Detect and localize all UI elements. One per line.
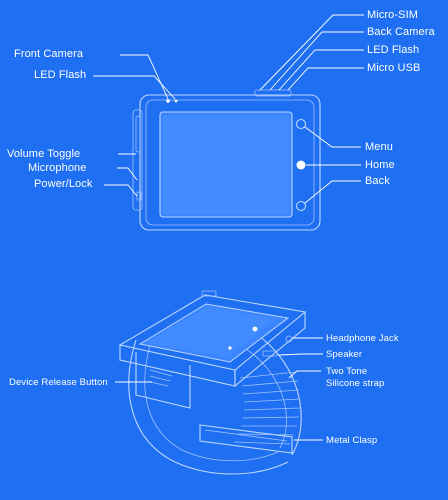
label-metal-clasp: Metal Clasp <box>326 435 378 446</box>
label-micro-sim: Micro-SIM <box>367 9 419 21</box>
leader-back <box>304 180 361 204</box>
watch-led <box>228 346 232 350</box>
label-back: Back <box>365 175 390 187</box>
label-headphone-jack: Headphone Jack <box>326 333 399 344</box>
top-leader-lines <box>93 14 364 204</box>
leader-led-flash-left <box>93 75 176 100</box>
headphone-jack-port <box>285 335 293 343</box>
label-strap-line1: Two Tone <box>326 366 368 377</box>
watch-screen-glare <box>148 307 276 357</box>
leader-menu <box>304 126 361 148</box>
cradle-front <box>135 352 191 409</box>
metal-clasp-line <box>204 429 288 442</box>
label-microphone: Microphone <box>28 162 87 174</box>
device-screen-glare <box>163 115 289 214</box>
device-body-outline <box>139 94 321 231</box>
label-micro-usb: Micro USB <box>367 62 421 74</box>
leader-led-flash-right <box>278 49 364 91</box>
label-home: Home <box>365 159 395 171</box>
leader-microphone <box>117 167 138 181</box>
watch-home-button <box>252 326 258 332</box>
strap-right-outer <box>249 329 302 456</box>
leader-power-lock <box>104 184 138 197</box>
label-front-camera: Front Camera <box>14 48 84 60</box>
menu-button <box>295 118 307 130</box>
watch-top-buttons <box>201 290 217 297</box>
label-volume-toggle: Volume Toggle <box>7 148 81 160</box>
device-front-view <box>132 89 321 231</box>
device-body-inner <box>145 99 315 226</box>
label-power-lock: Power/Lock <box>34 178 93 190</box>
volume-toggle-rocker <box>135 115 141 153</box>
speaker-grille <box>262 350 278 357</box>
top-ports-strip <box>254 89 292 97</box>
strap-ribs <box>233 371 301 445</box>
home-button <box>296 160 306 170</box>
strap-inner-curve <box>144 344 279 462</box>
label-led-flash-left: LED Flash <box>34 69 87 81</box>
front-camera-dot <box>166 99 170 103</box>
label-menu: Menu <box>365 141 393 153</box>
bottom-leader-lines <box>115 337 323 441</box>
label-led-flash-right: LED Flash <box>367 44 420 56</box>
strap-outer-curve <box>128 339 289 475</box>
led-flash-dot <box>174 99 178 103</box>
leader-back-camera <box>269 31 364 91</box>
leader-micro-usb <box>287 67 364 91</box>
leader-speaker <box>278 353 323 356</box>
label-back-camera: Back Camera <box>367 26 435 38</box>
label-strap-line2: Silicone strap <box>326 378 385 389</box>
back-button <box>295 200 307 212</box>
watch-body-side-edge <box>234 312 306 388</box>
leader-front-camera <box>120 54 169 100</box>
leader-strap <box>288 370 321 379</box>
watch-view <box>118 290 307 475</box>
metal-clasp-shape <box>199 424 293 454</box>
device-release-button-ribs <box>149 369 173 387</box>
leader-micro-sim <box>259 14 364 91</box>
device-side-edge <box>132 109 143 211</box>
label-speaker: Speaker <box>326 349 363 360</box>
label-device-release-button: Device Release Button <box>9 377 108 388</box>
